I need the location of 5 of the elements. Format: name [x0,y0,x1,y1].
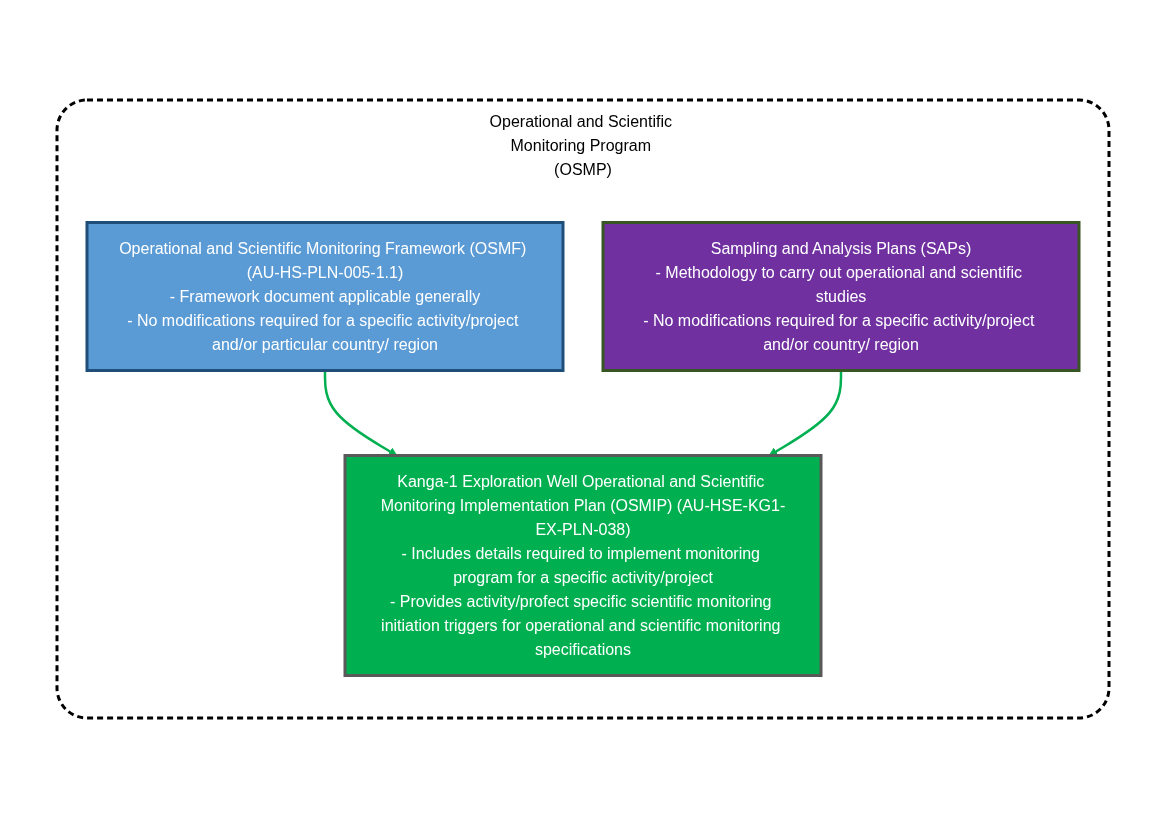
arrow [323,370,397,456]
node-box: Kanga-1 Exploration Well Operational and Scientific Monitoring Implementation Plan (OSMIP) (AU-HSE-KG1-EX-PLN-038) - Includes details required to implement monitoring program for a specific activity/project - Provides activity/profect specific scientific monitoring initiation triggers for operational and scientific monitoring specifications [343,454,822,677]
node-box: Sampling and Analysis Plans (SAPs) - Methodology to carry out operational and scientific studies - No modifications required for a specific activity/project and/or country/ region [601,221,1080,372]
arrow [768,370,842,456]
node-box: Operational and Scientific Monitoring Framework (OSMF) (AU-HS-PLN-005-1.1) - Framework document applicable generally - No modifications required for a specific activity/project and/or particular country/ region [85,221,564,372]
